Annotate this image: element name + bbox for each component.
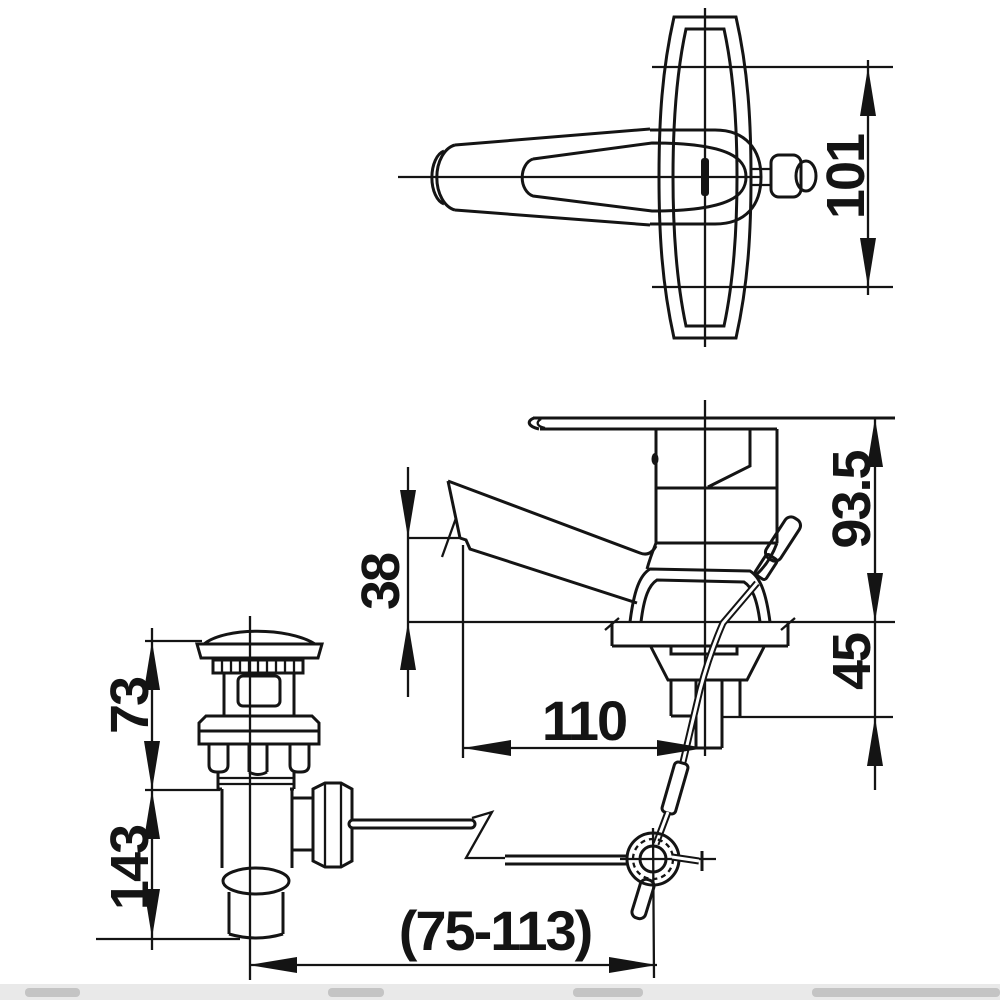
handle-lens-inner — [671, 27, 739, 328]
clevis-paddle — [630, 877, 656, 921]
prong-right — [288, 744, 311, 774]
crown-slots — [220, 660, 296, 673]
plug-body — [222, 673, 296, 716]
deck-slab — [610, 622, 790, 648]
plug-crown — [211, 658, 305, 675]
dimension-93-5-and-45: 93.5 45 — [722, 418, 893, 790]
dimension-110: 110 — [461, 545, 705, 758]
plug-window — [236, 674, 282, 708]
seat-ring-lower — [197, 729, 321, 746]
watermark-band — [0, 984, 1000, 1000]
lift-rod-coupling — [753, 553, 779, 581]
base-dome-outer — [628, 567, 772, 623]
dimension-73-and-143: 73 143 — [96, 628, 240, 950]
spout-mouth-face — [446, 480, 462, 539]
dim-38-label: 38 — [351, 553, 411, 610]
knob-stem — [752, 167, 772, 187]
popup-drain-assembly — [195, 616, 354, 980]
dimension-38: 38 — [351, 467, 460, 697]
mount-step — [669, 646, 739, 656]
knob-body — [769, 153, 803, 199]
body-block — [654, 429, 779, 545]
top-view-faucet — [398, 8, 818, 347]
spout-bottom-edge — [459, 536, 638, 605]
dim-38-arrows — [400, 490, 416, 670]
dim-93-5-label: 93.5 — [822, 450, 882, 548]
spout-inner-contour — [520, 141, 748, 213]
lift-rod-knob — [763, 515, 803, 563]
spout-top-edge — [447, 479, 658, 556]
watermark-blob — [573, 988, 643, 997]
watermark-strip — [0, 984, 1000, 1000]
lever-pivot-dot — [651, 453, 659, 465]
watermark-blob — [328, 988, 384, 997]
base-dome-inner — [639, 578, 762, 623]
dim-101-arrows — [860, 67, 876, 287]
dimension-75-113: (75-113) — [249, 899, 657, 973]
dim-73-label: 73 — [100, 677, 160, 734]
cartridge-cap — [707, 429, 752, 489]
side-view-faucet — [408, 400, 895, 756]
lever-end-cap-inner — [536, 418, 546, 430]
spout-nose-arc — [430, 149, 445, 206]
dim-935-45-arrows — [867, 418, 883, 766]
watermark-blob — [812, 988, 1000, 997]
body-hub-outline — [650, 128, 763, 226]
lift-rod-upper — [679, 580, 760, 763]
popup-linkage — [347, 810, 716, 979]
spout-top-outline — [435, 127, 651, 227]
lever-end-cap — [527, 416, 540, 431]
plug-dome — [203, 629, 316, 646]
rod-nut — [311, 781, 354, 869]
dimension-101: 101 — [652, 60, 893, 295]
dim-75-113-label: (75-113) — [399, 899, 592, 962]
dim-73-143-arrows — [144, 641, 160, 938]
locknut — [649, 646, 766, 682]
watermark-blob — [25, 988, 80, 997]
handle-lens-outer — [657, 15, 753, 340]
prong-left — [207, 744, 230, 774]
dim-75-113-arrows — [249, 957, 657, 973]
waste-body-tube — [220, 789, 294, 868]
knob-end-face — [794, 159, 818, 193]
plug-flange — [195, 642, 324, 660]
seat-ring-upper — [197, 714, 321, 733]
handle-screw-detail — [701, 158, 709, 196]
lift-rod — [652, 515, 803, 846]
deck-break-marks — [604, 617, 796, 631]
side-port — [292, 796, 313, 852]
dim-101-label: 101 — [816, 134, 876, 219]
thread-neck — [216, 772, 296, 791]
prong-center — [247, 744, 269, 776]
dim-143-label: 143 — [100, 825, 160, 910]
ball-joint-cross — [620, 827, 716, 979]
dim-110-label: 110 — [542, 689, 626, 752]
lift-rod-sleeve — [660, 760, 690, 816]
rod-break-zigzag — [464, 810, 505, 860]
dim-45-label: 45 — [822, 633, 882, 690]
dim-73-143-lines — [96, 628, 240, 950]
thread-lines — [218, 776, 294, 786]
rod-nut-facets — [323, 783, 343, 867]
body-waist — [645, 542, 779, 576]
compression-ring — [221, 866, 291, 896]
tailpipe — [227, 892, 285, 940]
